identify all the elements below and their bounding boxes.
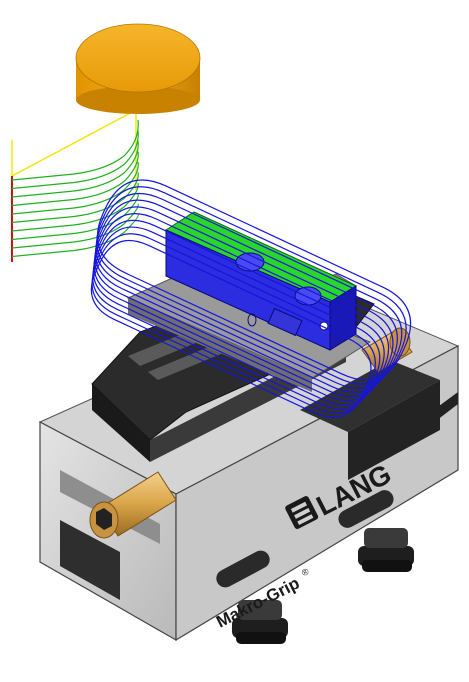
- trademark-symbol: ®: [300, 566, 311, 578]
- vise-feet: [232, 528, 414, 644]
- lead-in-pass: [11, 151, 139, 207]
- workpiece-slot: [267, 307, 303, 337]
- lead-in-pass: [11, 130, 139, 190]
- lead-in-pass: [11, 182, 139, 232]
- side-pocket-2: [338, 490, 394, 528]
- finishing-loop: [92, 219, 385, 406]
- workpiece-hole-3: [247, 313, 257, 327]
- finishing-loop: [94, 206, 394, 398]
- lead-in-pass: [11, 172, 139, 224]
- lead-in-pass: [11, 119, 139, 181]
- finishing-loop: [96, 179, 412, 381]
- finishing-loop: [91, 233, 376, 414]
- spindle-left: [89, 471, 177, 539]
- lead-in-pass: [11, 214, 139, 258]
- finishing-loop: [96, 186, 407, 385]
- toolpath-finishing-loops: [90, 179, 412, 418]
- toolpath-lead-in: [11, 119, 139, 258]
- finishing-loop: [90, 239, 372, 418]
- lead-in-pass: [11, 140, 139, 198]
- finishing-loop: [92, 226, 381, 410]
- finishing-loop: [95, 192, 403, 389]
- vise-foot-right: [358, 528, 414, 572]
- vise-foot-left: [232, 600, 288, 644]
- finishing-loop: [94, 199, 398, 394]
- workpiece: [164, 211, 358, 351]
- hex-socket: [96, 508, 112, 530]
- spindle: [89, 327, 413, 539]
- lead-in-pass: [11, 161, 139, 215]
- cutting-tool-top: [76, 24, 200, 92]
- side-pocket-1: [216, 550, 270, 588]
- toolpath-retract: [11, 109, 137, 190]
- finishing-loop: [93, 213, 390, 402]
- lead-in-pass: [11, 203, 139, 249]
- cutting-tool: [75, 23, 201, 114]
